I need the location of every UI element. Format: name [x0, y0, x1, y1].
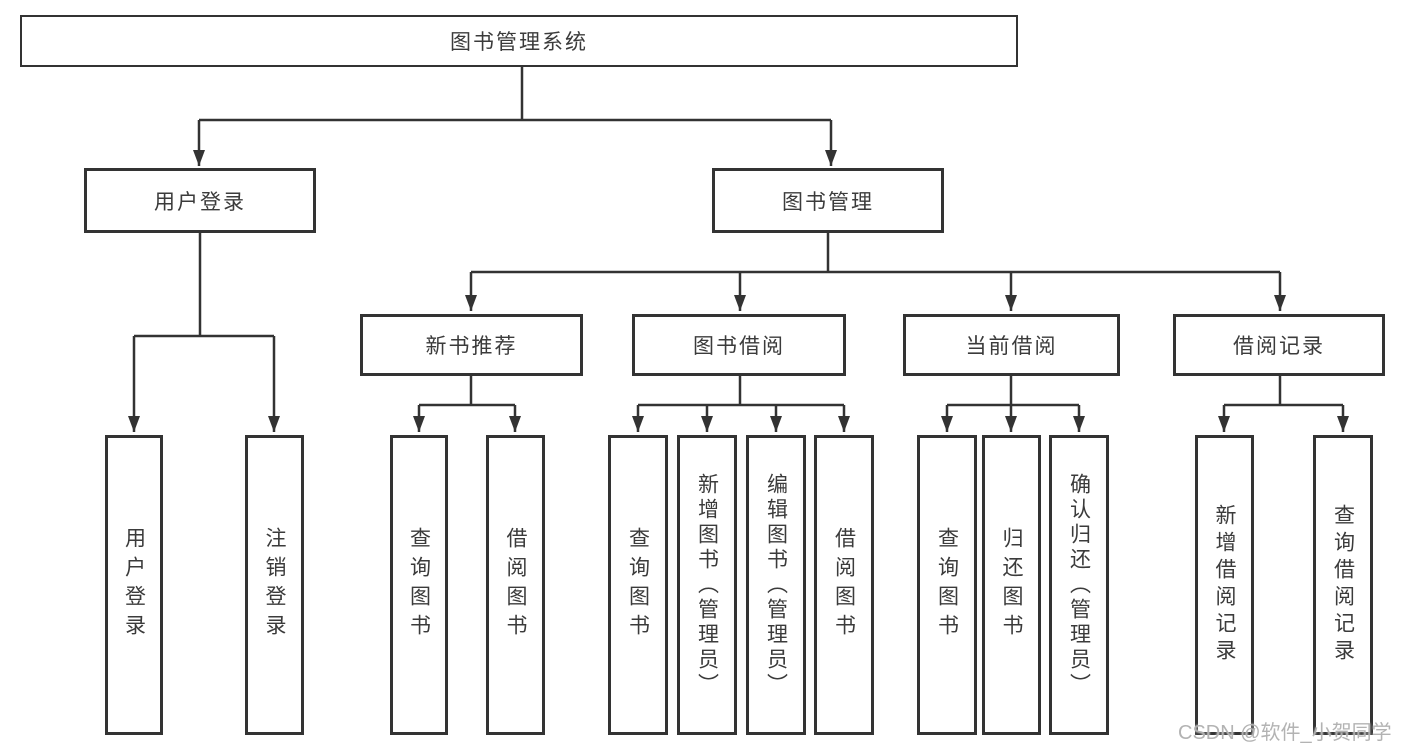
node-book-borrowing: 图书借阅: [632, 314, 846, 376]
node-label: 用户登录: [154, 190, 246, 214]
leaf-borrow-books-borrowing: 借阅图书: [814, 435, 874, 735]
node-current-borrowing: 当前借阅: [903, 314, 1120, 376]
leaf-add-books-admin: 新增图书（管理员）: [677, 435, 737, 735]
leaf-query-books-current: 查询图书: [917, 435, 977, 735]
node-label: 借阅图书: [504, 527, 527, 643]
leaf-confirm-return-admin: 确认归还（管理员）: [1049, 435, 1109, 735]
node-label: 新增借阅记录: [1213, 504, 1236, 666]
node-label: 借阅记录: [1233, 335, 1325, 358]
node-label: 查询图书: [935, 527, 959, 643]
node-library-management-system: 图书管理系统: [20, 15, 1018, 67]
leaf-query-books-newrec: 查询图书: [390, 435, 448, 735]
node-label: 新书推荐: [425, 335, 518, 358]
node-label: 新增图书（管理员）: [695, 472, 719, 698]
node-label: 查询借阅记录: [1331, 504, 1355, 666]
node-label: 查询图书: [407, 527, 431, 643]
node-label: 图书管理系统: [450, 31, 588, 54]
node-label: 当前借阅: [965, 335, 1058, 358]
node-label: 归还图书: [1000, 527, 1023, 643]
leaf-edit-books-admin: 编辑图书（管理员）: [746, 435, 806, 735]
leaf-logout: 注销登录: [245, 435, 304, 735]
leaf-return-books: 归还图书: [982, 435, 1041, 735]
leaf-borrow-books-newrec: 借阅图书: [486, 435, 545, 735]
node-label: 编辑图书（管理员）: [764, 472, 788, 698]
node-new-book-recommendation: 新书推荐: [360, 314, 583, 376]
leaf-add-borrow-record: 新增借阅记录: [1195, 435, 1254, 735]
node-label: 查询图书: [626, 527, 650, 643]
leaf-query-books-borrowing: 查询图书: [608, 435, 668, 735]
node-user-login-branch: 用户登录: [84, 168, 316, 233]
node-label: 注销登录: [263, 527, 286, 643]
node-book-management-branch: 图书管理: [712, 168, 944, 233]
node-label: 借阅图书: [832, 527, 856, 643]
leaf-user-login: 用户登录: [105, 435, 163, 735]
node-borrowing-records: 借阅记录: [1173, 314, 1385, 376]
node-label: 确认归还（管理员）: [1067, 472, 1091, 698]
leaf-query-borrow-record: 查询借阅记录: [1313, 435, 1373, 735]
node-label: 图书管理: [782, 190, 874, 214]
node-label: 图书借阅: [693, 335, 785, 358]
csdn-watermark: CSDN @软件_小贺同学: [1178, 722, 1392, 744]
node-label: 用户登录: [122, 527, 146, 643]
